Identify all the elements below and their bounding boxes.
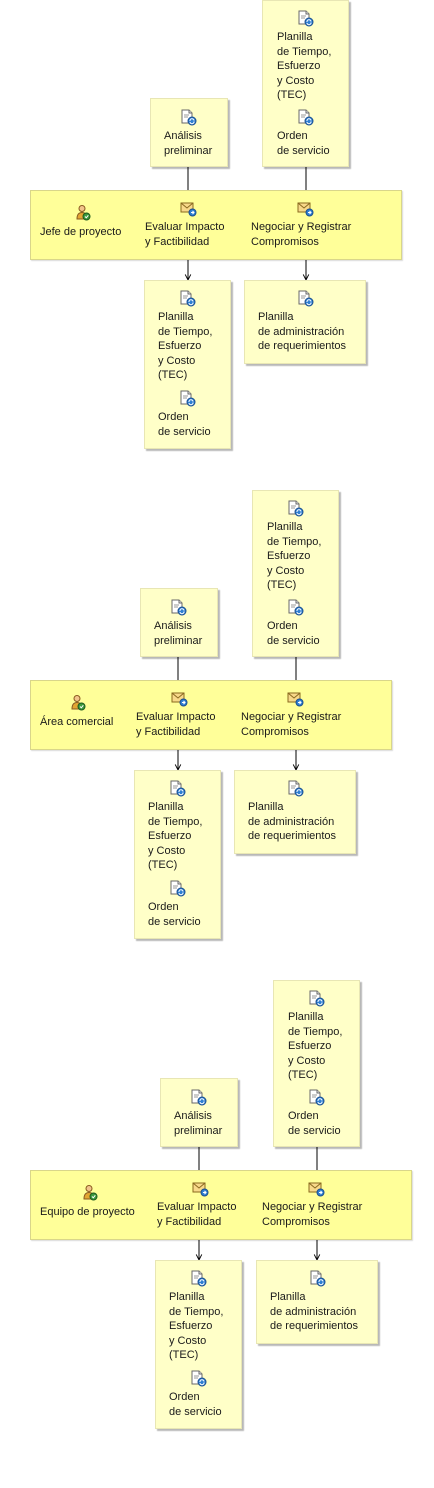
process-diagram-2: Análisis preliminar Planilla de Tiempo, … xyxy=(0,490,434,960)
output-doc-label: Planilla de administración de requerimie… xyxy=(248,801,337,842)
document-refresh-icon xyxy=(287,599,304,616)
document-refresh-icon xyxy=(297,109,314,126)
input-doc-label: Planilla de Tiempo, Esfuerzo y Costo (TE… xyxy=(277,31,332,101)
output-doc-label: Planilla de Tiempo, Esfuerzo y Costo (TE… xyxy=(148,801,203,871)
process-diagram-3: Análisis preliminar Planilla de Tiempo, … xyxy=(0,980,434,1450)
document-refresh-icon xyxy=(287,500,304,517)
activity-envelope-icon xyxy=(297,200,314,217)
output-doc-label: Planilla de administración de requerimie… xyxy=(270,1291,359,1332)
activity-negociar[interactable]: Negociar y Registrar Compromisos xyxy=(251,200,371,252)
output-box-planilla-orden[interactable]: Planilla de Tiempo, Esfuerzo y Costo (TE… xyxy=(134,770,221,939)
document-refresh-icon xyxy=(179,290,196,307)
process-diagram-1: Análisis preliminar Planilla de Tiempo, … xyxy=(0,0,434,470)
document-refresh-icon xyxy=(179,390,196,407)
activity-negociar[interactable]: Negociar y Registrar Compromisos xyxy=(262,1180,382,1232)
activity-label: Evaluar Impacto y Factibilidad xyxy=(136,711,216,738)
output-doc-label: Planilla de administración de requerimie… xyxy=(258,311,347,352)
activity-label: Evaluar Impacto y Factibilidad xyxy=(145,221,225,248)
role-lane: Área comercial Evaluar Impacto y Factibi… xyxy=(30,680,392,750)
input-doc-label: Orden de servicio xyxy=(288,1110,341,1137)
document-refresh-icon xyxy=(287,780,304,797)
role-lane: Jefe de proyecto Evaluar Impacto y Facti… xyxy=(30,190,402,260)
input-doc-label: Análisis preliminar xyxy=(154,620,203,647)
document-refresh-icon xyxy=(297,10,314,27)
input-doc-label: Orden de servicio xyxy=(267,620,320,647)
document-refresh-icon xyxy=(297,290,314,307)
input-box-analisis[interactable]: Análisis preliminar xyxy=(140,588,218,657)
document-refresh-icon xyxy=(169,880,186,897)
document-refresh-icon xyxy=(190,1089,207,1106)
role-lane: Equipo de proyecto Evaluar Impacto y Fac… xyxy=(30,1170,412,1240)
activity-label: Negociar y Registrar Compromisos xyxy=(262,1201,363,1228)
activity-envelope-icon xyxy=(287,690,304,707)
input-doc-label: Análisis preliminar xyxy=(164,130,213,157)
output-box-administracion[interactable]: Planilla de administración de requerimie… xyxy=(234,770,356,854)
document-refresh-icon xyxy=(169,780,186,797)
role-person-icon xyxy=(81,1184,98,1201)
output-doc-label: Orden de servicio xyxy=(158,411,211,438)
output-box-administracion[interactable]: Planilla de administración de requerimie… xyxy=(256,1260,378,1344)
activity-evaluar[interactable]: Evaluar Impacto y Factibilidad xyxy=(157,1180,257,1232)
role-person-icon xyxy=(74,204,91,221)
output-box-administracion[interactable]: Planilla de administración de requerimie… xyxy=(244,280,366,364)
document-refresh-icon xyxy=(190,1370,207,1387)
role-label: Área comercial xyxy=(40,716,114,728)
input-box-planilla-orden[interactable]: Planilla de Tiempo, Esfuerzo y Costo (TE… xyxy=(273,980,360,1147)
input-doc-label: Planilla de Tiempo, Esfuerzo y Costo (TE… xyxy=(267,521,322,591)
input-box-analisis[interactable]: Análisis preliminar xyxy=(160,1078,238,1147)
document-refresh-icon xyxy=(170,599,187,616)
document-refresh-icon xyxy=(308,990,325,1007)
output-doc-label: Planilla de Tiempo, Esfuerzo y Costo (TE… xyxy=(169,1291,224,1361)
document-refresh-icon xyxy=(308,1089,325,1106)
activity-envelope-icon xyxy=(308,1180,325,1197)
input-doc-label: Análisis preliminar xyxy=(174,1110,223,1137)
activity-evaluar[interactable]: Evaluar Impacto y Factibilidad xyxy=(136,690,236,742)
activity-evaluar[interactable]: Evaluar Impacto y Factibilidad xyxy=(145,200,245,252)
document-refresh-icon xyxy=(309,1270,326,1287)
activity-label: Negociar y Registrar Compromisos xyxy=(241,711,342,738)
input-doc-label: Orden de servicio xyxy=(277,130,330,157)
activity-label: Negociar y Registrar Compromisos xyxy=(251,221,352,248)
activity-envelope-icon xyxy=(180,200,197,217)
output-doc-label: Planilla de Tiempo, Esfuerzo y Costo (TE… xyxy=(158,311,213,381)
activity-envelope-icon xyxy=(171,690,188,707)
activity-label: Evaluar Impacto y Factibilidad xyxy=(157,1201,237,1228)
activity-envelope-icon xyxy=(192,1180,209,1197)
role-person-icon xyxy=(69,694,86,711)
document-refresh-icon xyxy=(190,1270,207,1287)
output-box-planilla-orden[interactable]: Planilla de Tiempo, Esfuerzo y Costo (TE… xyxy=(155,1260,242,1429)
input-box-planilla-orden[interactable]: Planilla de Tiempo, Esfuerzo y Costo (TE… xyxy=(252,490,339,657)
role-label: Equipo de proyecto xyxy=(40,1206,135,1218)
role-label: Jefe de proyecto xyxy=(40,226,122,238)
document-refresh-icon xyxy=(180,109,197,126)
output-box-planilla-orden[interactable]: Planilla de Tiempo, Esfuerzo y Costo (TE… xyxy=(144,280,231,449)
output-doc-label: Orden de servicio xyxy=(148,901,201,928)
input-box-planilla-orden[interactable]: Planilla de Tiempo, Esfuerzo y Costo (TE… xyxy=(262,0,349,167)
activity-negociar[interactable]: Negociar y Registrar Compromisos xyxy=(241,690,361,742)
output-doc-label: Orden de servicio xyxy=(169,1391,222,1418)
input-box-analisis[interactable]: Análisis preliminar xyxy=(150,98,228,167)
input-doc-label: Planilla de Tiempo, Esfuerzo y Costo (TE… xyxy=(288,1011,343,1081)
